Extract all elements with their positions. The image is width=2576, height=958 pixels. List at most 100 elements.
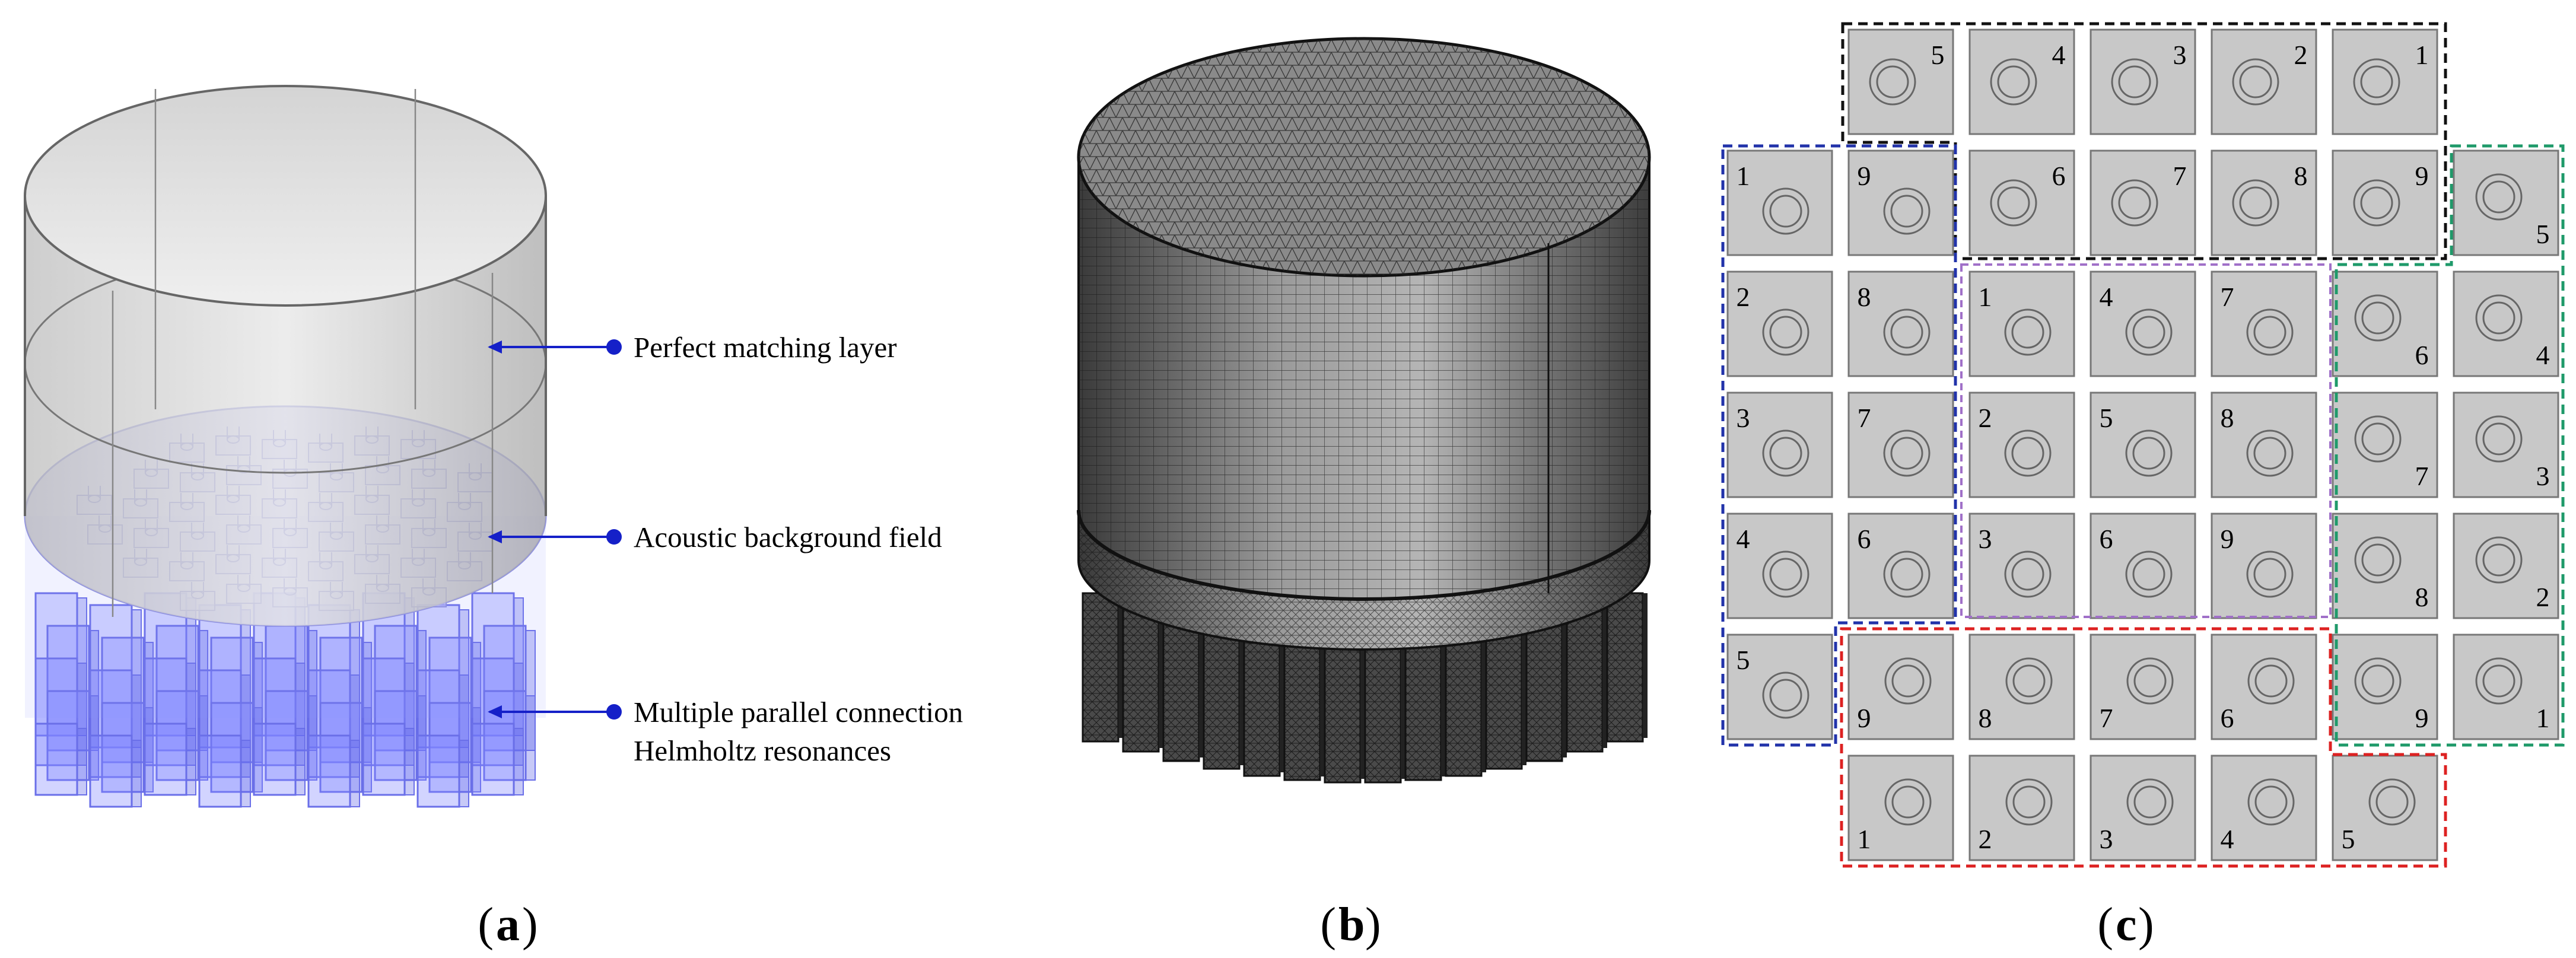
annotation-pml-text: Perfect matching layer — [634, 331, 897, 364]
resonator-block — [307, 604, 360, 749]
cell-number: 9 — [2415, 161, 2429, 191]
svg-text:): ) — [2138, 899, 2154, 951]
panel-a-label: ( a ) — [478, 899, 538, 951]
group-border-green — [2335, 144, 2565, 747]
resonator-cell: 4 — [2211, 755, 2317, 861]
cell-number: 6 — [2100, 524, 2113, 554]
annotation-hr: Multiple parallel connection Helmholtz r… — [488, 696, 963, 767]
cell-number: 8 — [1979, 703, 1992, 733]
cell-number: 4 — [2536, 340, 2550, 370]
resonator-block — [210, 702, 263, 793]
resonator-block — [101, 636, 154, 763]
cell-number: 2 — [2536, 582, 2550, 612]
cell-number: 3 — [1737, 403, 1750, 433]
cell-number: 1 — [1979, 282, 1992, 312]
meshed-resonator-block — [1606, 592, 1648, 743]
cell-number: 4 — [2052, 40, 2066, 70]
cell-number: 2 — [1979, 403, 1992, 433]
resonator-cell: 3 — [2453, 392, 2559, 498]
annotation-hr-line1: Multiple parallel connection — [634, 696, 963, 728]
resonator-cell: 5 — [1847, 28, 1954, 135]
resonator-cell: 4 — [1726, 513, 1833, 619]
resonator-block — [155, 625, 208, 752]
cell-number: 9 — [2221, 524, 2234, 554]
cell-number: 8 — [2415, 582, 2429, 612]
resonator-block — [265, 625, 317, 752]
svg-text:(: ( — [478, 899, 494, 951]
resonator-block — [428, 636, 481, 763]
resonator-block — [198, 734, 251, 808]
resonator-block — [416, 604, 469, 749]
resonator-block — [374, 690, 427, 781]
resonator-block — [362, 657, 415, 766]
resonator-cell: 7 — [1847, 392, 1954, 498]
resonator-cell: 7 — [2090, 634, 2196, 740]
annotation-abf: Acoustic background field — [488, 521, 942, 553]
cell-number: 1 — [1737, 161, 1750, 191]
cell-number: 4 — [2100, 282, 2113, 312]
cell-number: 1 — [2415, 40, 2429, 70]
panel-c-label: ( c ) — [2097, 899, 2154, 951]
resonator-block — [265, 690, 317, 781]
resonator-cell: 1 — [1968, 270, 2075, 377]
cell-number: 7 — [1858, 403, 1871, 433]
resonator-block — [374, 625, 427, 752]
cell-number: 6 — [1858, 524, 1871, 554]
cell-number: 8 — [1858, 282, 1871, 312]
resonator-block — [210, 636, 263, 763]
resonator-cell: 3 — [2090, 755, 2196, 861]
annotation-hr-line2: Helmholtz resonances — [634, 734, 891, 767]
svg-text:): ) — [1365, 899, 1381, 951]
resonator-cell: 3 — [2090, 28, 2196, 135]
resonator-cell: 9 — [2332, 634, 2438, 740]
resonator-cell: 5 — [2332, 755, 2438, 861]
resonator-cell: 2 — [2453, 513, 2559, 619]
resonator-block — [253, 723, 306, 796]
resonator-block — [89, 669, 142, 778]
resonator-cell: 8 — [1968, 634, 2075, 740]
resonator-block — [46, 625, 99, 752]
resonator-cell: 1 — [1726, 149, 1833, 256]
panel-c-letter: c — [2116, 899, 2137, 951]
resonator-cell: 6 — [2332, 270, 2438, 377]
resonator-block — [416, 669, 469, 778]
resonator-block — [198, 669, 251, 778]
resonator-block — [483, 625, 536, 752]
resonator-block — [483, 690, 536, 781]
cell-number: 3 — [1979, 524, 1992, 554]
group-border-blue — [1721, 144, 1957, 747]
resonator-cell: 4 — [2453, 270, 2559, 377]
cell-number: 5 — [2342, 824, 2355, 854]
resonator-cell: 1 — [1847, 755, 1954, 861]
resonator-block — [46, 690, 99, 781]
cell-number: 4 — [1737, 524, 1750, 554]
cell-number: 9 — [2415, 703, 2429, 733]
resonator-block — [307, 669, 360, 778]
annotation-abf-text: Acoustic background field — [634, 521, 942, 553]
resonator-cell: 6 — [2211, 634, 2317, 740]
cell-number: 3 — [2100, 824, 2113, 854]
group-border-red — [1840, 627, 2447, 868]
cell-number: 5 — [1931, 40, 1945, 70]
resonator-cell: 2 — [1968, 392, 2075, 498]
resonator-cell: 2 — [1726, 270, 1833, 377]
cell-number: 6 — [2052, 161, 2066, 191]
svg-text:(: ( — [2097, 899, 2113, 951]
resonator-block — [34, 592, 87, 737]
resonator-block — [253, 657, 306, 766]
resonator-cell: 1 — [2332, 28, 2438, 135]
resonator-cell: 5 — [1726, 634, 1833, 740]
cell-number: 3 — [2536, 461, 2550, 491]
cell-number: 8 — [2294, 161, 2308, 191]
resonator-cell: 9 — [2211, 513, 2317, 619]
resonator-block — [307, 734, 360, 808]
cell-number: 9 — [1858, 703, 1871, 733]
resonator-cell: 5 — [2453, 149, 2559, 256]
cell-number: 4 — [2221, 824, 2234, 854]
helmholtz-resonator-array — [34, 592, 536, 808]
resonator-block — [144, 657, 196, 766]
cell-number: 8 — [2221, 403, 2234, 433]
